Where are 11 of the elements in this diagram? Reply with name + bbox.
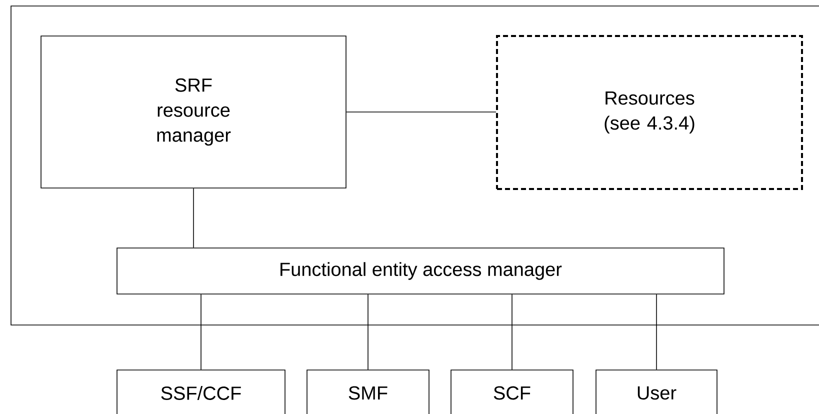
outer-frame xyxy=(10,6,819,326)
process-box: SMF xyxy=(306,370,430,414)
connector-line xyxy=(193,188,194,248)
process-box: SRF resource manager xyxy=(40,36,346,188)
connector-line xyxy=(656,294,657,370)
connector-line xyxy=(200,294,202,370)
process-box: SCF xyxy=(450,370,574,414)
process-box: User xyxy=(596,370,718,414)
process-box: Functional entity access manager xyxy=(116,248,724,294)
process-box: Resources (see 4.3.4) xyxy=(496,35,803,190)
process-box: SSF/CCF xyxy=(116,370,286,414)
